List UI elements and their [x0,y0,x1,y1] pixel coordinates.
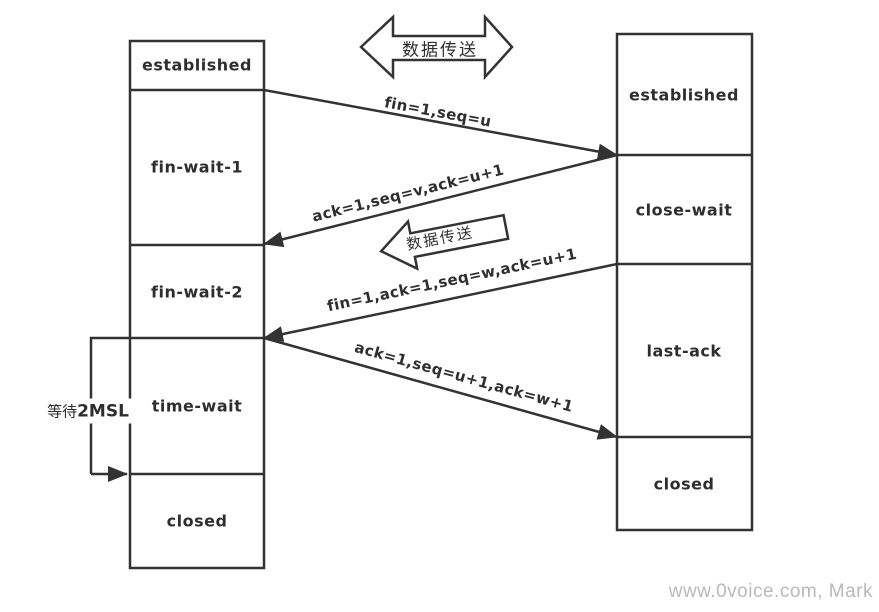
left-state-box [128,39,266,570]
wait-2msl-label: 等待2MSL [44,398,132,424]
arrow-ack-seq-v [263,153,618,248]
state-established-right: established [629,85,739,105]
wait-2msl-value: 2MSL [77,401,129,422]
state-closed-right: closed [653,474,715,494]
state-established-left: established [142,55,252,75]
arrow-fin-ack-seq-w [263,262,618,342]
state-time-wait: time-wait [151,396,243,416]
state-fin-wait-2: fin-wait-2 [151,282,243,302]
arrow-fin-seq-u [263,88,618,160]
right-state-box [615,32,754,532]
data-transfer-label-top: 数据传送 [402,40,478,61]
state-closed-left: closed [166,511,228,531]
data-transfer-left-arrow [379,213,510,271]
watermark: www.0voice.com, Mark [668,581,873,602]
wait-2msl-bracket [89,336,130,474]
state-last-ack: last-ack [646,341,722,361]
wait-2msl-prefix: 等待 [47,402,78,421]
arrow-ack-seq-u1 [263,336,618,440]
state-fin-wait-1: fin-wait-1 [151,157,243,177]
state-close-wait: close-wait [635,200,733,220]
data-transfer-double-arrow [359,13,514,81]
